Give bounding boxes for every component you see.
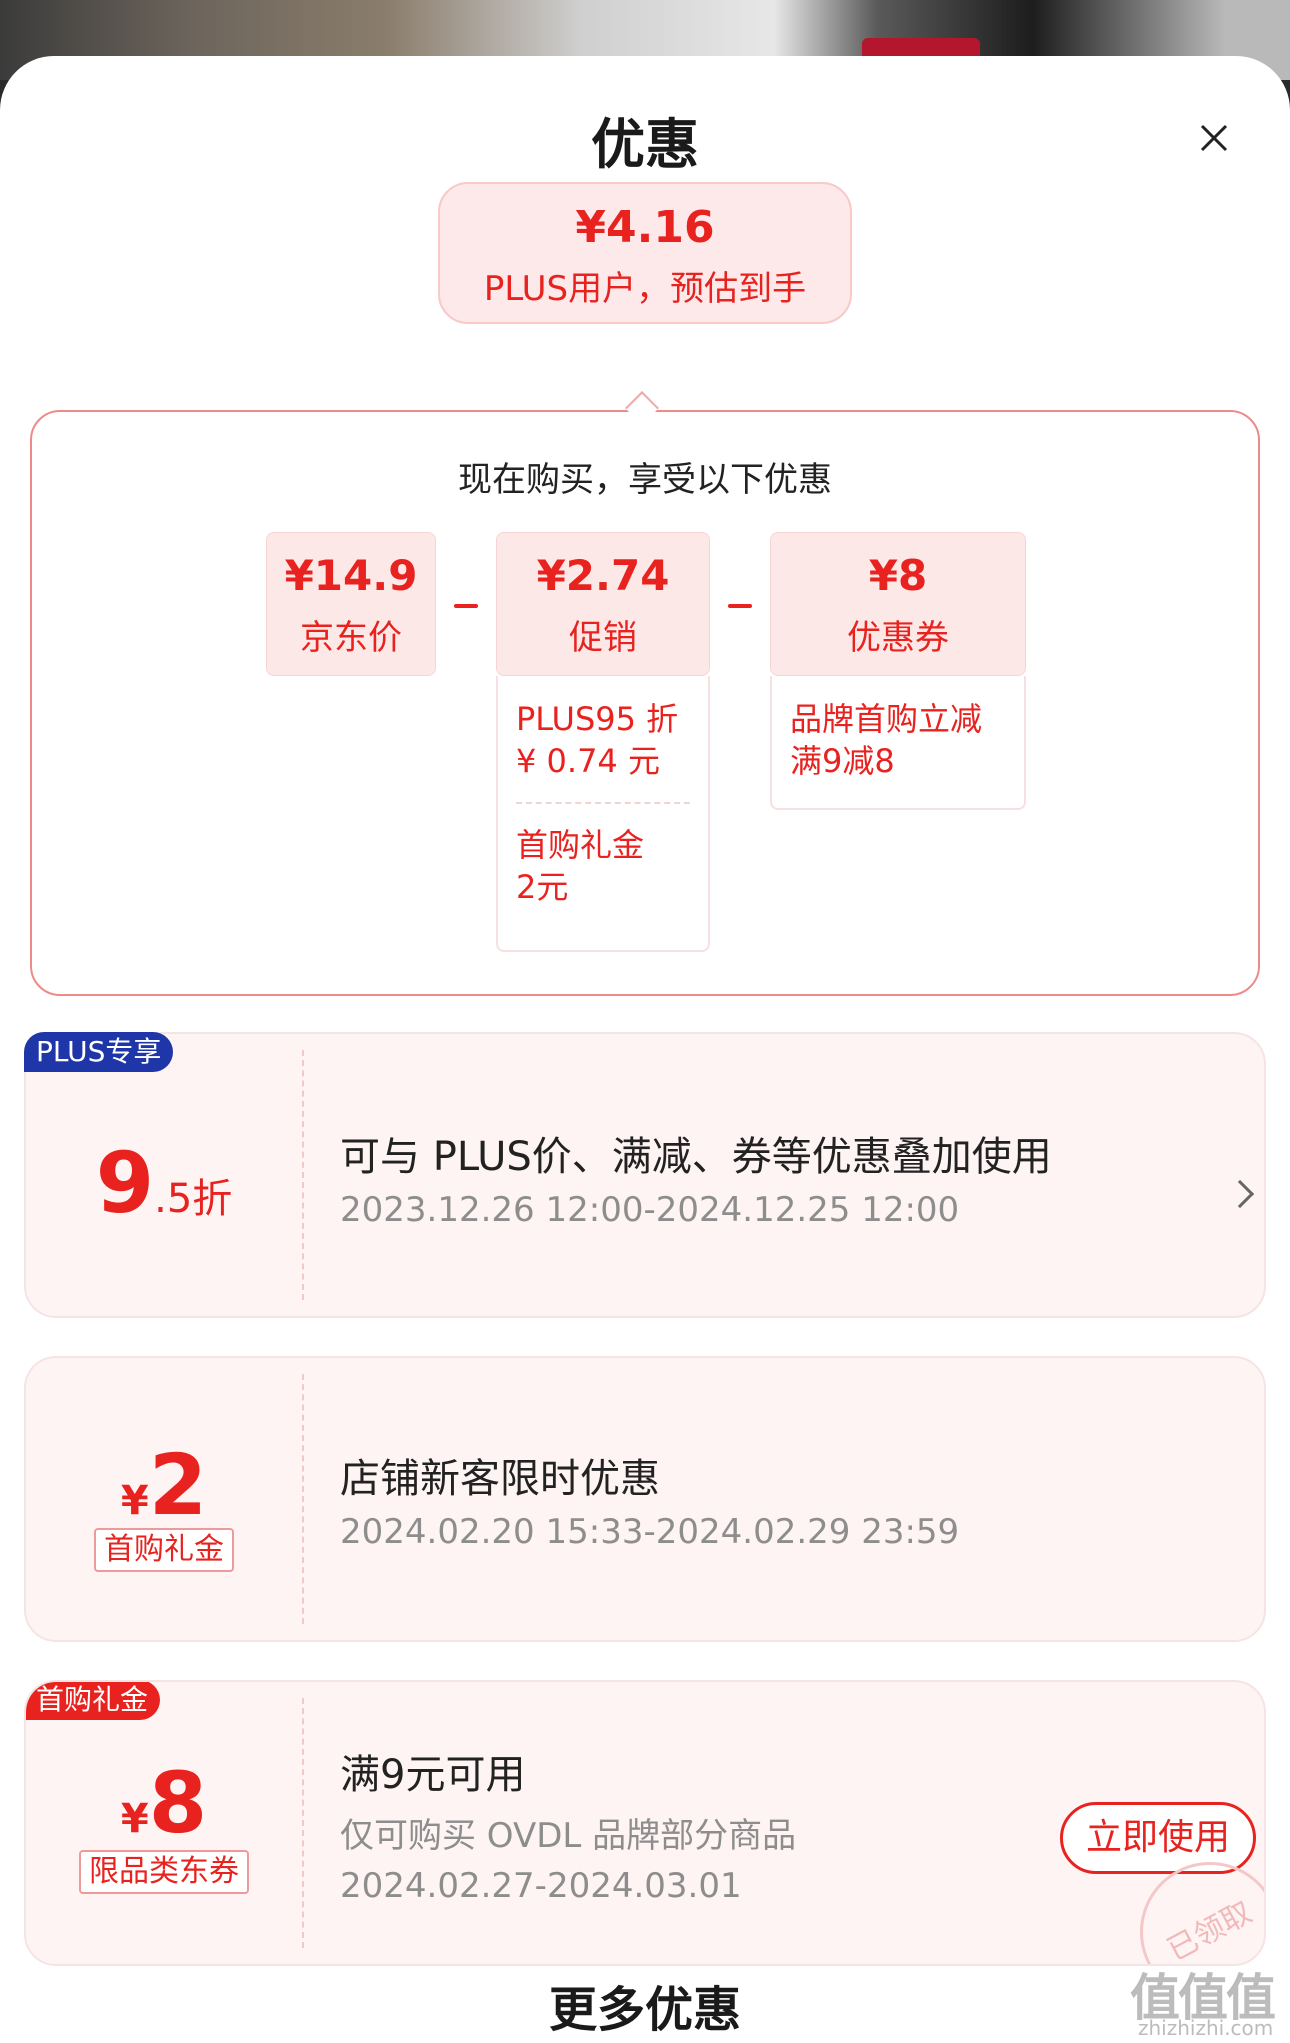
gift-amount: ¥2	[26, 1436, 302, 1534]
coupon-label: 优惠券	[847, 618, 949, 658]
coupon-divider	[302, 1374, 304, 1624]
minus-sign	[454, 604, 478, 608]
promo-details: PLUS95 折 ¥ 0.74 元 首购礼金 2元	[496, 676, 710, 952]
estimated-price: ¥4.16	[575, 202, 715, 253]
promo-card: ¥2.74 促销	[496, 532, 710, 676]
coupon-title: 可与 PLUS价、满减、券等优惠叠加使用	[340, 1134, 1052, 1180]
first-purchase-gift-coupon[interactable]: ¥2 首购礼金 店铺新客限时优惠 2024.02.20 15:33-2024.0…	[24, 1356, 1266, 1642]
next-section-heading: 更多优惠	[548, 1982, 741, 2038]
close-button[interactable]	[1190, 114, 1238, 162]
discount-big: 9	[95, 1134, 155, 1232]
coupon-amount: ¥8	[26, 1754, 302, 1852]
coupon-period: 2024.02.20 15:33-2024.02.29 23:59	[340, 1512, 960, 1552]
promo-label: 促销	[569, 618, 637, 658]
coupon-title: 店铺新客限时优惠	[340, 1456, 660, 1502]
coupon-title: 满9元可用	[340, 1752, 526, 1798]
coupon-card: ¥8 优惠券	[770, 532, 1026, 676]
use-now-button[interactable]: 立即使用	[1060, 1802, 1256, 1874]
promo-detail-line: 2元	[516, 868, 569, 906]
type-label-wrap: 限品类东券	[26, 1850, 302, 1894]
coupon-details: 品牌首购立减 满9减8	[770, 676, 1026, 810]
coupon-type-label: 首购礼金	[94, 1528, 234, 1572]
promo-value: ¥2.74	[536, 551, 670, 600]
promo-detail-line: ¥ 0.74 元	[516, 742, 660, 780]
detail-divider	[516, 802, 690, 804]
coupon-period: 2024.02.27-2024.03.01	[340, 1866, 742, 1906]
promo-detail-line: PLUS95 折	[516, 700, 679, 738]
first-purchase-tag: 首购礼金	[26, 1682, 161, 1720]
coupon-scope: 仅可购买 OVDL 品牌部分商品	[340, 1816, 797, 1856]
discount-rate: 9.5折	[26, 1134, 302, 1232]
coupon-detail-line: 满9减8	[790, 742, 895, 780]
coupon-value: ¥8	[868, 551, 928, 600]
plus-exclusive-tag: PLUS专享	[24, 1032, 174, 1072]
amount-value: 2	[148, 1436, 208, 1534]
sheet-title: 优惠	[591, 113, 699, 176]
jd-price-card: ¥14.9 京东价	[266, 532, 436, 676]
watermark-url: zhizhizhi.com	[1138, 2016, 1274, 2040]
jd-price-value: ¥14.9	[284, 551, 418, 600]
chevron-right-icon[interactable]	[1225, 1179, 1255, 1209]
plus-discount-coupon[interactable]: PLUS专享 9.5折 可与 PLUS价、满减、券等优惠叠加使用 2023.12…	[24, 1032, 1266, 1318]
jd-price-label: 京东价	[300, 618, 402, 658]
amount-value: 8	[148, 1754, 208, 1852]
category-coupon: 首购礼金 ¥8 限品类东券 满9元可用 仅可购买 OVDL 品牌部分商品 202…	[24, 1680, 1266, 1966]
discount-small: .5折	[154, 1176, 233, 1222]
watermark: 值值值	[1130, 1969, 1276, 2027]
coupon-period: 2023.12.26 12:00-2024.12.25 12:00	[340, 1190, 960, 1230]
coupon-type-label: 限品类东券	[79, 1850, 249, 1894]
currency-symbol: ¥	[120, 1796, 149, 1842]
coupon-detail-line: 品牌首购立减	[790, 700, 983, 738]
price-breakdown: 现在购买，享受以下优惠 ¥14.9 京东价 ¥2.74 促销 PLUS95 折 …	[30, 410, 1260, 996]
promo-detail-line: 首购礼金	[516, 826, 645, 864]
minus-sign	[728, 604, 752, 608]
estimated-price-label: PLUS用户，预估到手	[483, 269, 807, 309]
close-icon	[1200, 124, 1228, 152]
coupon-divider	[302, 1698, 304, 1948]
estimated-price-bubble: ¥4.16 PLUS用户，预估到手	[438, 182, 852, 324]
type-label-wrap: 首购礼金	[26, 1528, 302, 1572]
coupon-divider	[302, 1050, 304, 1300]
currency-symbol: ¥	[120, 1478, 149, 1524]
breakdown-title: 现在购买，享受以下优惠	[458, 460, 832, 500]
